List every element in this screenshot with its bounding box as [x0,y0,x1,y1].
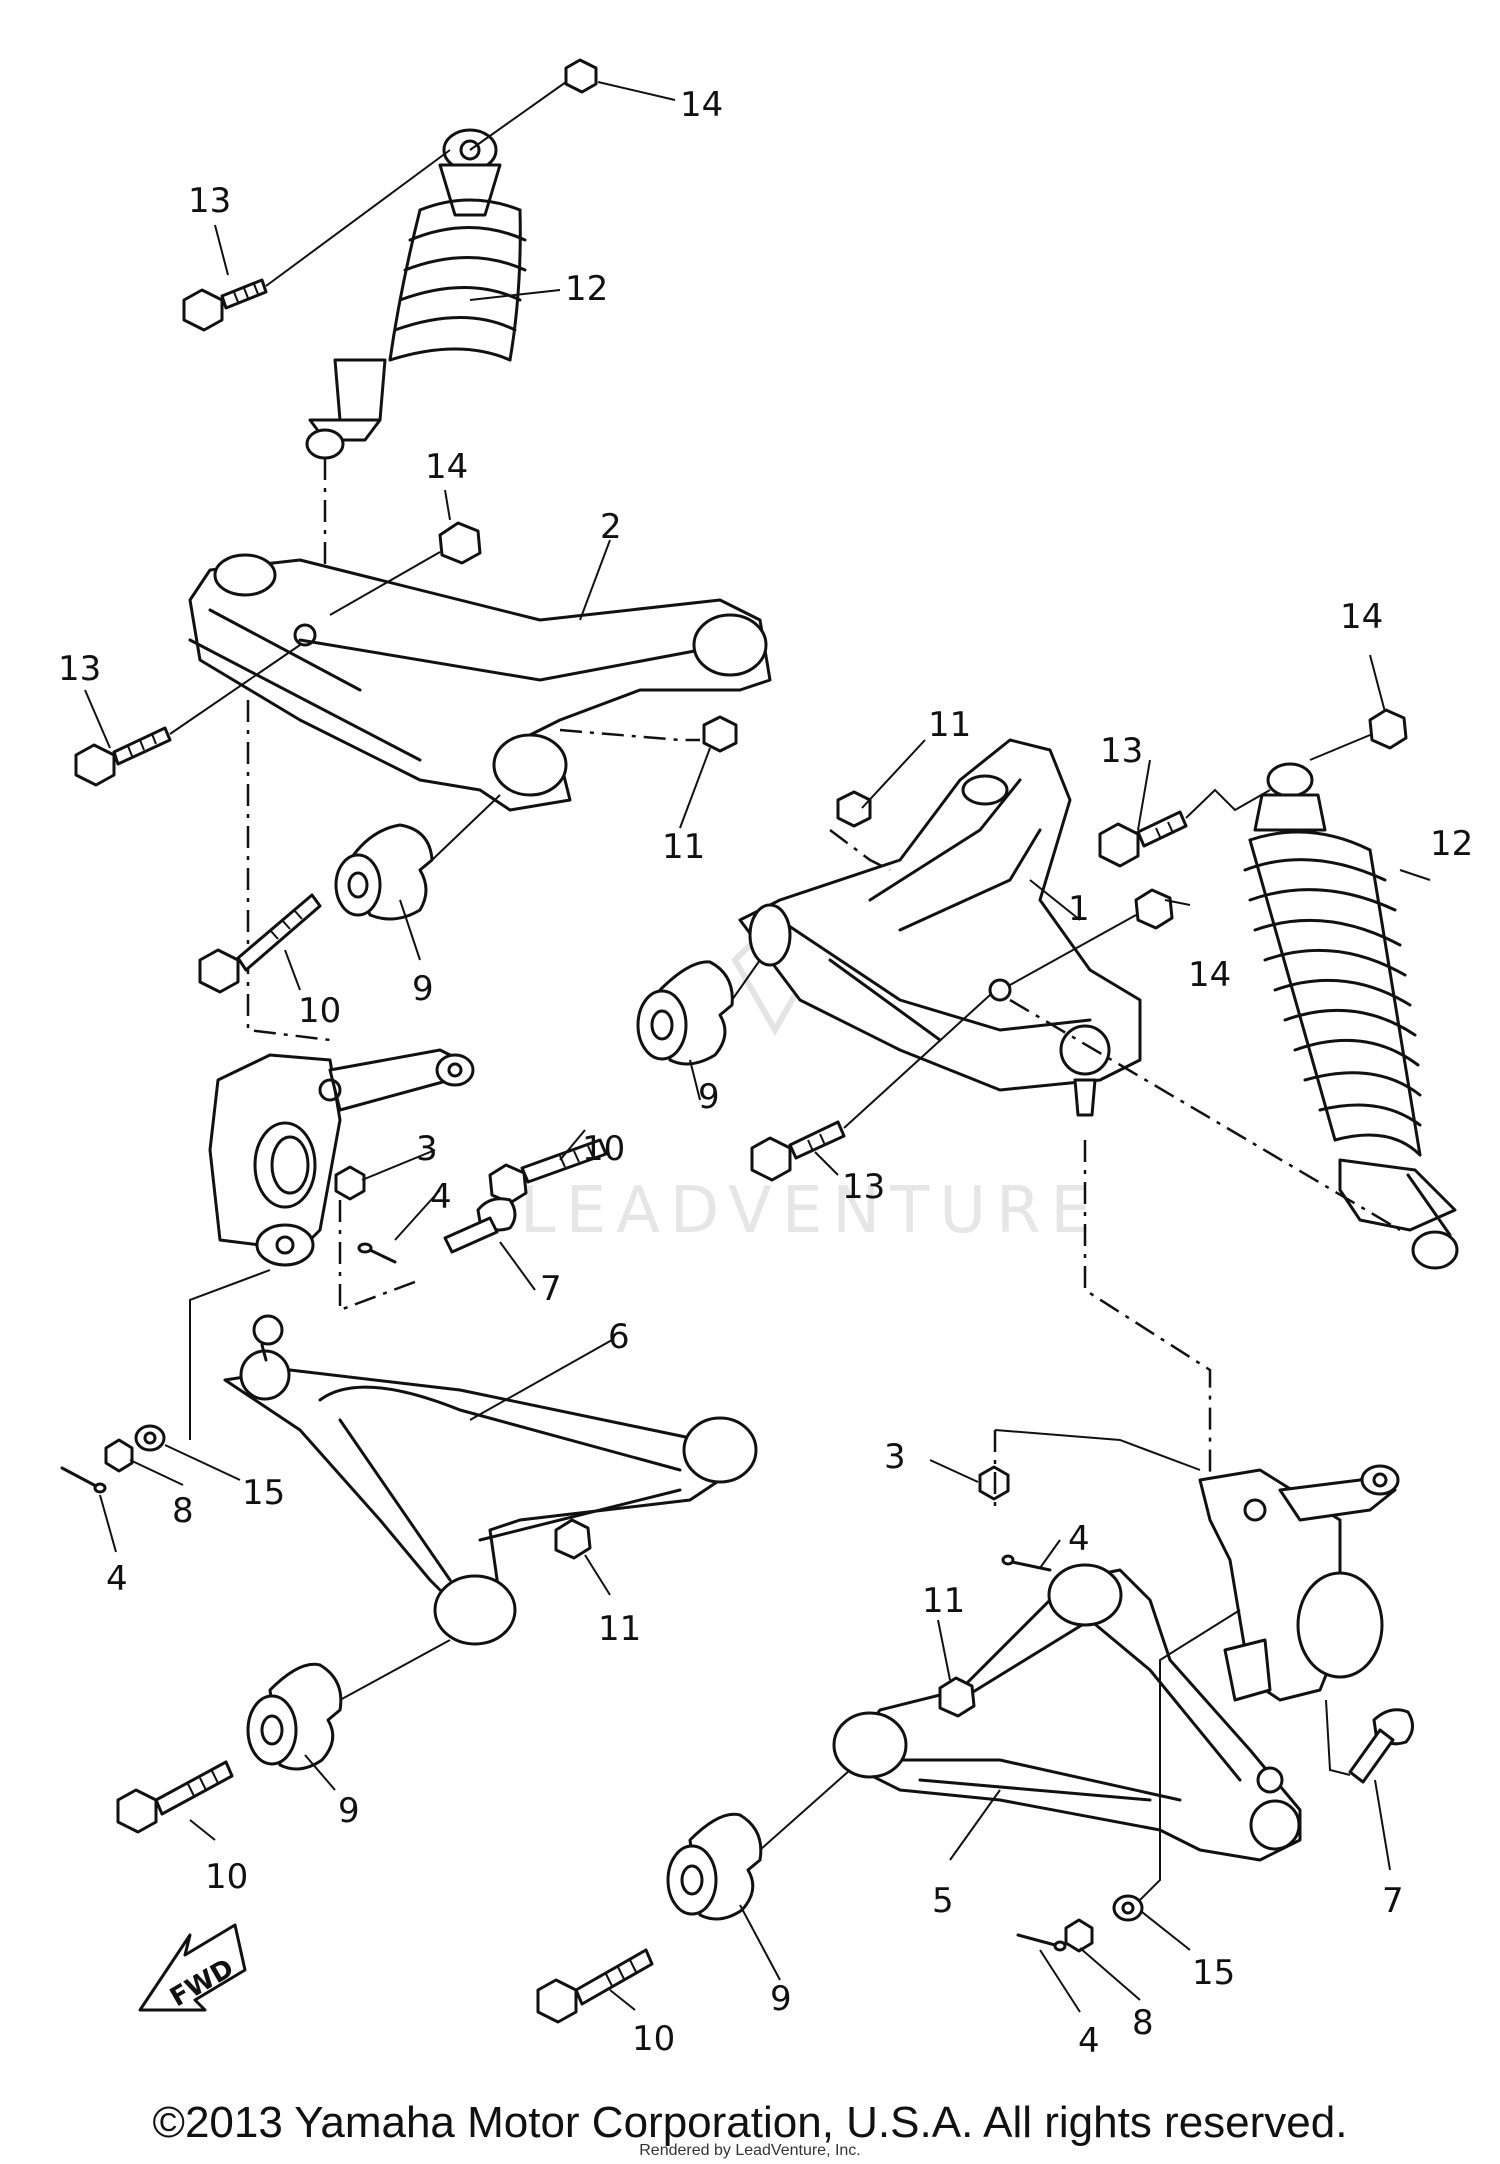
label-14: 14 [425,447,468,487]
nut-11-lower-right [938,1676,976,1718]
label-14: 14 [680,85,723,125]
label-3: 3 [884,1437,906,1477]
label-9: 9 [770,1979,792,2019]
copyright-notice: ©2013 Yamaha Motor Corporation, U.S.A. A… [152,2098,1348,2147]
bolt-13-mid-left [74,726,172,787]
label-12: 12 [1430,824,1473,864]
label-11: 11 [662,827,705,867]
cotter-pin-4-left [357,1242,397,1264]
rendered-by-note: Rendered by LeadVenture, Inc. [639,2142,861,2159]
nut-14-far-right [1368,708,1408,750]
bolt-7-left [443,1197,517,1254]
shock-absorber-right [1243,762,1459,1270]
nut-14-mid-left [438,521,482,565]
leader-lines [84,81,1431,2013]
steering-knuckle-left [208,1048,475,1267]
bolt-10-lower-right [536,1948,654,2024]
label-9: 9 [338,1791,360,1831]
bushing-9-upper-left [334,823,434,921]
nut-11-upper [702,715,738,753]
bolt-10-lower-left [116,1760,234,1834]
nut-14-top-left [564,58,598,94]
label-11: 11 [922,1581,965,1621]
label-13: 13 [188,181,231,221]
label-4: 4 [1068,1519,1090,1559]
label-4: 4 [106,1559,128,1599]
label-9: 9 [698,1077,720,1117]
forward-arrow: FWD [138,1923,247,2013]
label-6: 6 [608,1317,630,1357]
bolt-7-right [1348,1708,1414,1784]
bushing-9-right [636,960,734,1066]
nut-8-lower-right [1064,1918,1094,1953]
label-10: 10 [632,2019,675,2059]
upper-arm-2 [188,553,772,812]
washer-15-lower-left [134,1424,166,1452]
label-9: 9 [412,969,434,1009]
label-4: 4 [430,1177,452,1217]
label-1: 1 [1068,889,1090,929]
label-7: 7 [1382,1881,1404,1921]
bolt-13-right-upper [1098,810,1188,868]
cotter-pin-4-lower-left [60,1466,107,1494]
shock-absorber-left [305,128,527,460]
bolt-13-top-left [182,278,268,332]
label-10: 10 [298,991,341,1031]
label-15: 15 [1192,1953,1235,1993]
nut-11-lower-left [554,1518,592,1560]
cotter-pin-4-lower-right [1016,1933,1067,1952]
watermark: LEADVENTURE [520,915,1101,1248]
lower-arm-6 [223,1314,758,1646]
cotter-pin-4-right [1001,1554,1052,1572]
bolt-13-right-lower [750,1120,846,1182]
label-2: 2 [600,507,622,547]
label-14: 14 [1340,597,1383,637]
label-13: 13 [58,649,101,689]
bolt-10-mid [488,1138,608,1205]
nut-14-right-mid [1134,888,1174,930]
nut-11-right-upper [836,790,872,828]
part-labels: 14 13 12 14 2 13 11 9 10 11 1 14 13 14 1… [58,85,1473,2061]
bolt-10-upper-left [198,893,322,994]
label-7: 7 [540,1269,562,1309]
nut-8-lower-left [104,1438,134,1473]
label-12: 12 [565,269,608,309]
label-10: 10 [582,1129,625,1169]
label-11: 11 [928,705,971,745]
label-8: 8 [1132,2003,1154,2043]
upper-arm-1 [738,738,1142,1117]
label-3: 3 [416,1129,438,1169]
label-14: 14 [1188,955,1231,995]
label-10: 10 [205,1857,248,1897]
washer-15-lower-right [1112,1894,1144,1922]
label-15: 15 [242,1473,285,1513]
label-11: 11 [598,1609,641,1649]
steering-knuckle-right [1198,1464,1400,1702]
label-13: 13 [1100,731,1143,771]
bushing-9-lower-right [666,1812,763,1921]
label-4: 4 [1078,2021,1100,2061]
label-13: 13 [842,1167,885,1207]
label-8: 8 [172,1491,194,1531]
watermark-text: LEADVENTURE [520,1174,1101,1248]
bushing-9-lower-left [246,1662,343,1771]
label-5: 5 [932,1881,954,1921]
nut-3-left [334,1165,366,1201]
lower-arm-5 [832,1563,1302,1862]
